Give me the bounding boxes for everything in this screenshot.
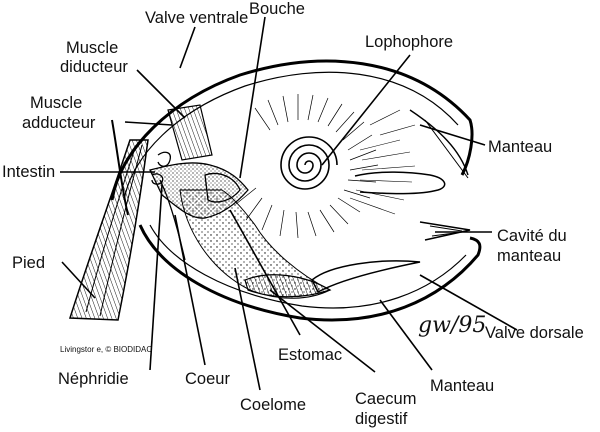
label-pied: Pied	[12, 254, 45, 272]
organism-drawing	[68, 59, 482, 322]
label-caecum-1: Caecum	[355, 390, 416, 408]
labels: Valve ventrale Bouche Lophophore Muscle …	[2, 0, 584, 428]
label-lophophore: Lophophore	[365, 33, 453, 51]
label-manteau-bottom: Manteau	[430, 377, 494, 395]
label-bouche: Bouche	[249, 0, 305, 18]
label-intestin: Intestin	[2, 163, 55, 181]
label-manteau-top: Manteau	[488, 138, 552, 156]
label-coelome: Coelome	[240, 396, 306, 414]
label-cavite-2: manteau	[497, 247, 561, 265]
artist-signature: gw/95	[418, 313, 486, 338]
label-nephridie: Néphridie	[58, 370, 129, 388]
dorsal-valve-outline	[138, 224, 482, 322]
caecum-region	[244, 274, 332, 298]
label-muscle-adducteur-2: adducteur	[22, 114, 96, 132]
label-caecum-2: digestif	[355, 410, 408, 428]
label-muscle-diducteur-1: Muscle	[66, 39, 118, 57]
label-cavite-1: Cavité du	[497, 227, 567, 245]
gut-tube	[149, 162, 249, 219]
lophophore	[235, 94, 446, 239]
leader-lines	[60, 16, 518, 391]
ventral-valve-outline	[110, 59, 474, 201]
label-muscle-adducteur-1: Muscle	[30, 94, 82, 112]
stomach	[204, 172, 241, 203]
label-valve-dorsale: Valve dorsale	[485, 324, 584, 342]
label-valve-ventrale: Valve ventrale	[145, 9, 248, 27]
label-muscle-diducteur-2: diducteur	[60, 58, 128, 76]
label-estomac: Estomac	[278, 346, 342, 364]
credit-text: Livingstor e, © BIODIDAC	[60, 345, 152, 354]
label-coeur: Coeur	[185, 370, 230, 388]
muscle-column	[167, 104, 213, 161]
